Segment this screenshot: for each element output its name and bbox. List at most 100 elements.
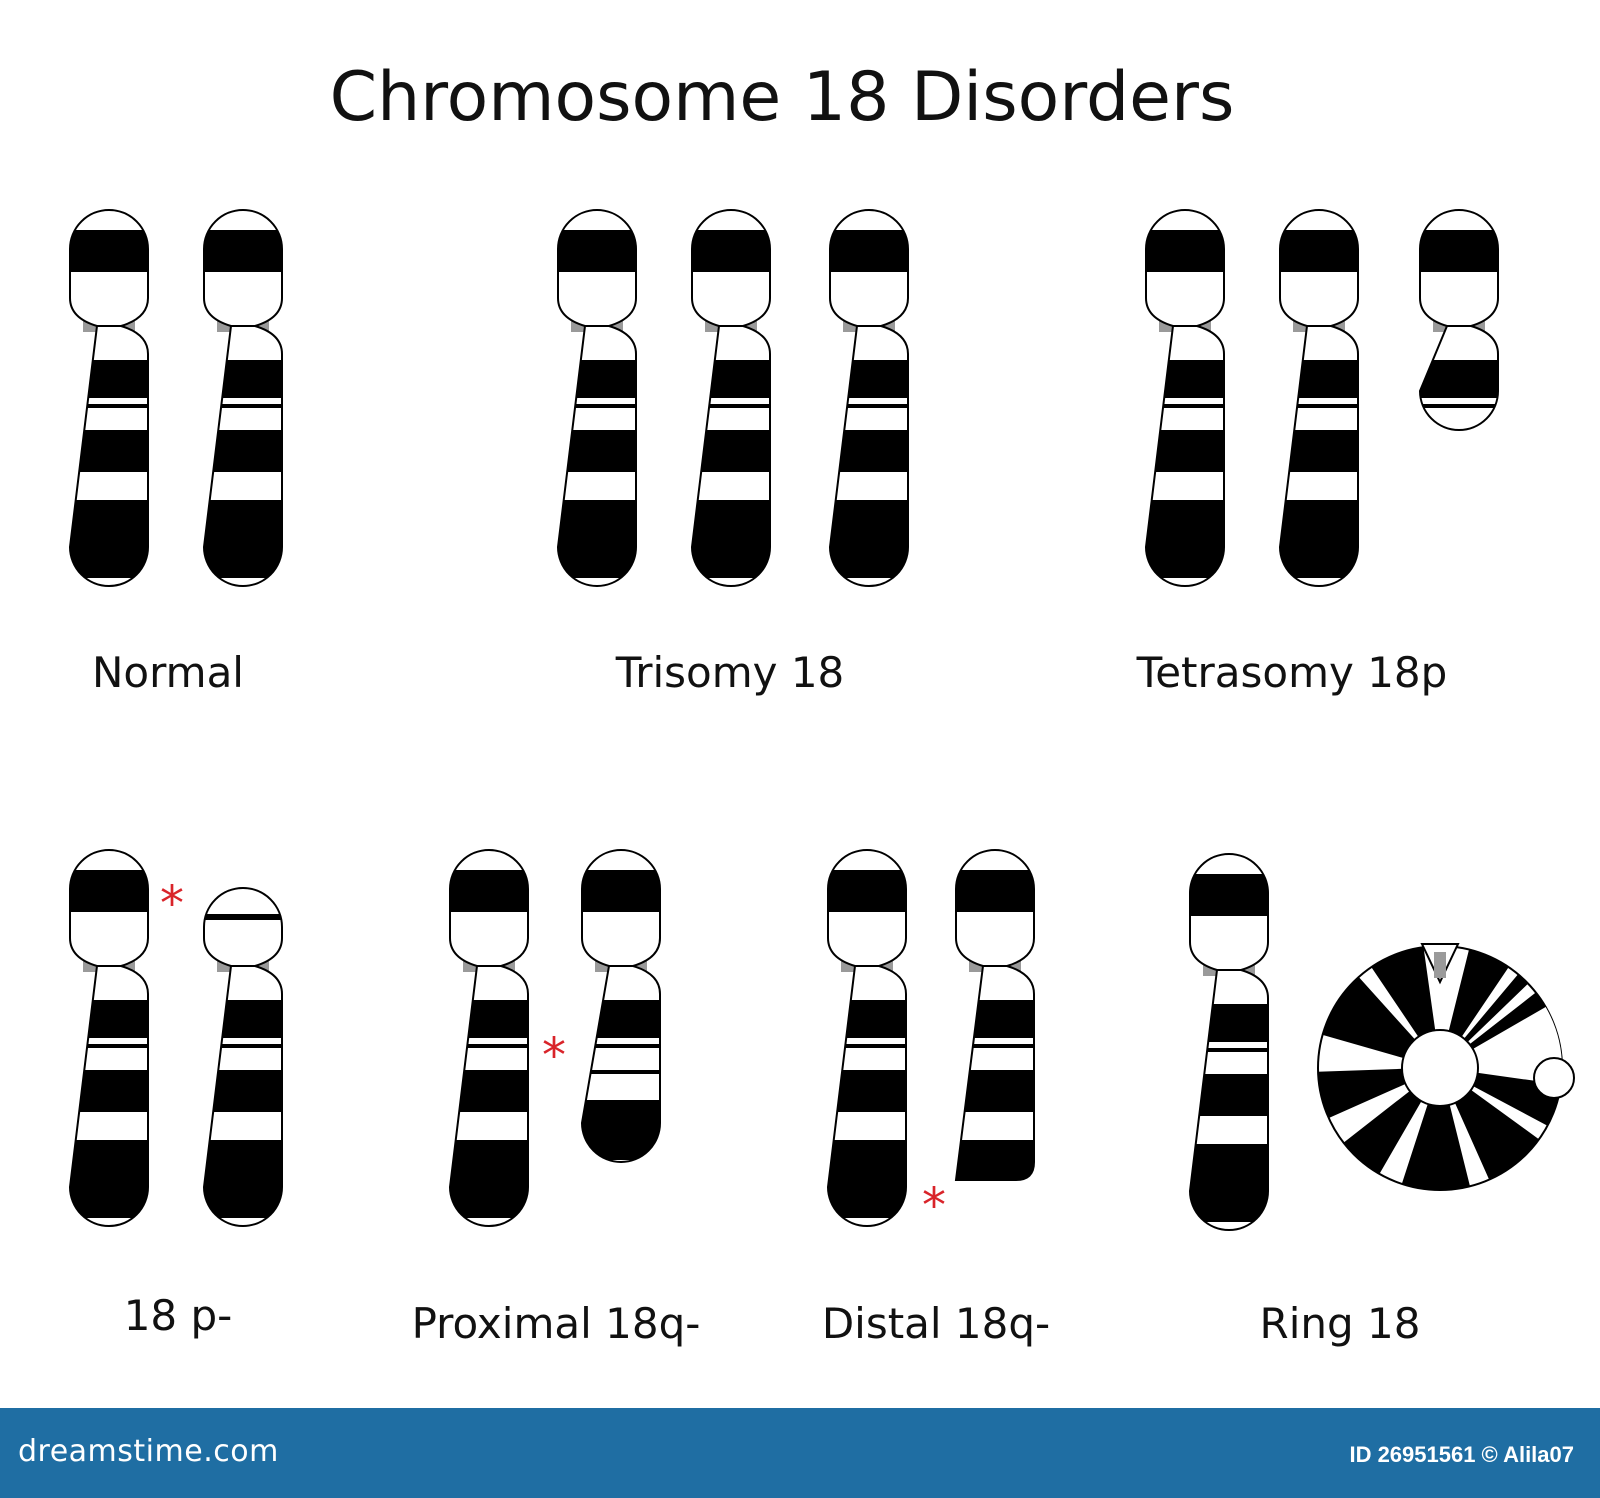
band bbox=[558, 460, 636, 468]
marker-distal-18q: * bbox=[922, 1178, 946, 1234]
chromosome-trisomy-1 bbox=[558, 210, 636, 586]
band bbox=[450, 906, 528, 912]
chromosome-distal-deleted bbox=[956, 850, 1034, 1180]
band bbox=[828, 1100, 906, 1108]
chromosome-18p-deleted bbox=[204, 888, 282, 1226]
chromosome-isochromosome-18p bbox=[1420, 210, 1498, 430]
chromosome-trisomy-2 bbox=[692, 210, 770, 586]
band bbox=[1420, 404, 1498, 408]
band bbox=[956, 870, 1034, 908]
band bbox=[956, 1100, 1034, 1108]
label-normal: Normal bbox=[92, 648, 244, 697]
band bbox=[70, 404, 148, 408]
marker-18p: * bbox=[160, 876, 184, 932]
page-title: Chromosome 18 Disorders bbox=[330, 58, 1235, 137]
band bbox=[582, 1044, 660, 1048]
band bbox=[1280, 404, 1358, 408]
chromosome-ring-normal bbox=[1190, 854, 1268, 1230]
band bbox=[1280, 360, 1358, 398]
band bbox=[830, 460, 908, 468]
band bbox=[956, 1140, 1034, 1180]
label-ring-18: Ring 18 bbox=[1260, 1299, 1421, 1348]
chromosome-proximal-normal bbox=[450, 850, 528, 1226]
band bbox=[204, 1044, 282, 1048]
marker-proximal-18q: * bbox=[542, 1028, 566, 1084]
band bbox=[1190, 1004, 1268, 1042]
band bbox=[70, 870, 148, 908]
watermark-credit: ID 26951561 © Alila07 bbox=[1349, 1442, 1574, 1468]
label-trisomy-18: Trisomy 18 bbox=[615, 648, 845, 697]
ring-chromosome bbox=[1318, 944, 1574, 1190]
band bbox=[70, 1044, 148, 1048]
label-tetrasomy-18p: Tetrasomy 18p bbox=[1136, 648, 1448, 697]
band bbox=[70, 360, 148, 398]
band bbox=[1190, 1174, 1268, 1222]
band bbox=[204, 1170, 282, 1218]
band bbox=[1420, 230, 1498, 268]
band bbox=[450, 1044, 528, 1048]
band bbox=[582, 1000, 660, 1038]
band bbox=[450, 1170, 528, 1218]
chromosome-group bbox=[70, 210, 1498, 1230]
band bbox=[450, 1000, 528, 1038]
label-proximal-18q-deletion: Proximal 18q- bbox=[412, 1299, 701, 1348]
band bbox=[828, 1000, 906, 1038]
label-distal-18q-deletion: Distal 18q- bbox=[822, 1299, 1050, 1348]
band bbox=[1146, 266, 1224, 272]
band bbox=[1190, 1104, 1268, 1112]
band bbox=[1190, 874, 1268, 912]
band bbox=[204, 404, 282, 408]
band bbox=[1280, 460, 1358, 468]
band bbox=[582, 1070, 660, 1074]
chromosome-distal-normal bbox=[828, 850, 906, 1226]
band bbox=[956, 906, 1034, 912]
band bbox=[1146, 360, 1224, 398]
band bbox=[70, 1170, 148, 1218]
chromosome-diagram: Chromosome 18 Disorders Normal Trisomy 1… bbox=[0, 0, 1600, 1408]
band bbox=[204, 1100, 282, 1108]
band bbox=[204, 460, 282, 468]
band bbox=[692, 530, 770, 578]
chromosome-normal-1 bbox=[70, 210, 148, 586]
band bbox=[1280, 266, 1358, 272]
band bbox=[1190, 1048, 1268, 1052]
band bbox=[830, 360, 908, 398]
band bbox=[558, 530, 636, 578]
chromosome-18p-normal bbox=[70, 850, 148, 1226]
band bbox=[1146, 460, 1224, 468]
band bbox=[1420, 266, 1498, 272]
band bbox=[1146, 230, 1224, 268]
band bbox=[828, 1170, 906, 1218]
band bbox=[828, 906, 906, 912]
band bbox=[70, 460, 148, 468]
band bbox=[204, 360, 282, 398]
band bbox=[558, 360, 636, 398]
band bbox=[692, 360, 770, 398]
label-18p-deletion: 18 p- bbox=[124, 1291, 233, 1340]
band bbox=[70, 1000, 148, 1038]
band bbox=[1190, 910, 1268, 916]
band bbox=[692, 460, 770, 468]
band bbox=[830, 530, 908, 578]
watermark-footer: dreamstime.com ID 26951561 © Alila07 bbox=[0, 1408, 1600, 1498]
band bbox=[204, 230, 282, 268]
band bbox=[1280, 530, 1358, 578]
band bbox=[692, 230, 770, 268]
band bbox=[558, 266, 636, 272]
band bbox=[204, 914, 282, 920]
chromosome-normal-2 bbox=[204, 210, 282, 586]
band bbox=[558, 230, 636, 268]
band bbox=[70, 266, 148, 272]
band bbox=[692, 266, 770, 272]
band bbox=[1280, 230, 1358, 268]
band bbox=[1146, 404, 1224, 408]
band bbox=[70, 1100, 148, 1108]
band bbox=[558, 404, 636, 408]
band bbox=[830, 266, 908, 272]
band bbox=[582, 870, 660, 908]
band bbox=[956, 1000, 1034, 1038]
chromosome-tetrasomy-2 bbox=[1280, 210, 1358, 586]
band bbox=[204, 530, 282, 578]
band bbox=[828, 870, 906, 908]
band bbox=[956, 1044, 1034, 1048]
